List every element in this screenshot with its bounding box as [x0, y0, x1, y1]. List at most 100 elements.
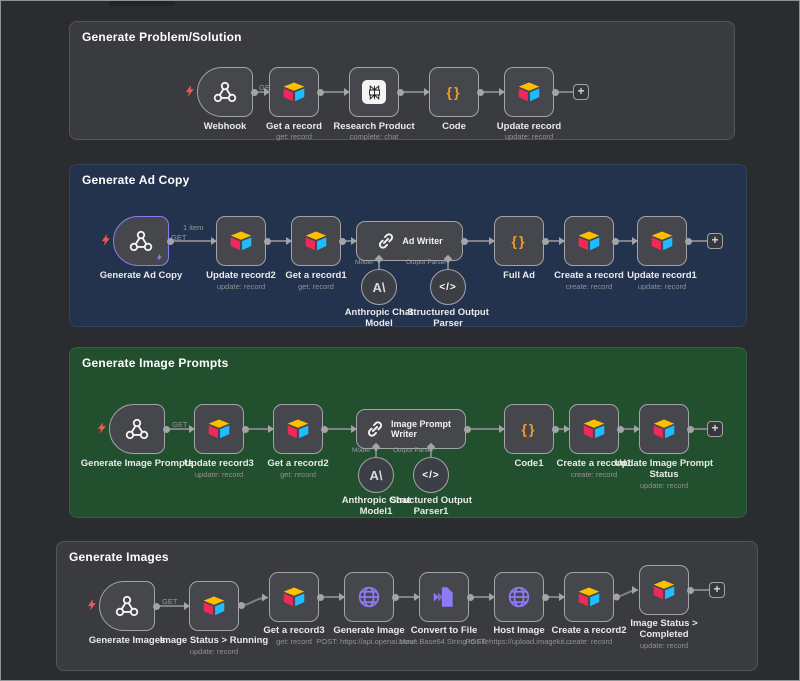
add-node-button[interactable]: +: [709, 582, 725, 598]
node-inline-label: Image Prompt Writer: [391, 419, 452, 439]
connection-stub[interactable]: [687, 586, 709, 594]
node-create-a-record[interactable]: [564, 216, 614, 266]
node-sublabel: get: record: [276, 132, 312, 141]
node-full-ad[interactable]: {}: [494, 216, 544, 266]
node-get-a-record2[interactable]: [273, 404, 323, 454]
connection-curve[interactable]: [613, 582, 639, 601]
node-sublabel: update: record: [637, 282, 687, 291]
sticky-title: Generate Images: [69, 550, 169, 564]
node-code[interactable]: {}: [429, 67, 479, 117]
node-update-record1[interactable]: [637, 216, 687, 266]
connection[interactable]: [251, 88, 270, 96]
node-anthropic-chat-model[interactable]: A\: [361, 269, 397, 305]
node-image-status-completed[interactable]: [639, 565, 689, 615]
connection[interactable]: [339, 237, 357, 245]
node-structured-output-parser[interactable]: </>: [430, 269, 466, 305]
node-label: Generate Images: [88, 635, 166, 646]
connection-label: GET: [171, 233, 187, 242]
node-webhook[interactable]: [197, 67, 253, 117]
node-anthropic-chat-model1[interactable]: A\: [358, 457, 394, 493]
node-host-image[interactable]: [494, 572, 544, 622]
node-label: Get a record1: [285, 270, 347, 281]
airtable-icon: [576, 584, 602, 610]
airtable-icon: [201, 593, 227, 619]
chain-agent-icon: [376, 231, 396, 251]
connection[interactable]: [461, 237, 495, 245]
connection-items-label: 1 item: [183, 223, 204, 232]
node-get-a-record[interactable]: [269, 67, 319, 117]
connection-stub[interactable]: [687, 425, 707, 433]
subnode-connection[interactable]: [447, 261, 449, 269]
node-label: Convert to File: [410, 625, 478, 636]
subnode-connection[interactable]: [430, 449, 432, 457]
webhook-icon: [128, 228, 154, 254]
node-generate-image-prompts[interactable]: [109, 404, 165, 454]
add-node-button[interactable]: +: [707, 421, 723, 437]
connection[interactable]: [264, 237, 292, 245]
node-generate-ad-copy[interactable]: [113, 216, 169, 266]
node-update-record2[interactable]: [216, 216, 266, 266]
node-update-image-prompt-status[interactable]: [639, 404, 689, 454]
parser-icon: </>: [439, 281, 457, 293]
connection[interactable]: [321, 425, 357, 433]
connection[interactable]: [477, 88, 505, 96]
node-sublabel: create: record: [570, 470, 618, 479]
connection[interactable]: [617, 425, 640, 433]
node-image-status-running[interactable]: [189, 581, 239, 631]
node-label: Update record1: [627, 270, 697, 281]
airtable-icon: [516, 79, 542, 105]
connection[interactable]: [542, 237, 565, 245]
connection[interactable]: [467, 593, 495, 601]
connection[interactable]: [163, 425, 195, 433]
node-code1[interactable]: {}: [504, 404, 554, 454]
add-node-button[interactable]: +: [707, 233, 723, 249]
connection[interactable]: [317, 593, 345, 601]
node-label: Get a record: [266, 121, 322, 132]
parser-icon: </>: [422, 469, 440, 481]
node-get-a-record3[interactable]: [269, 572, 319, 622]
subnode-connection[interactable]: [375, 449, 377, 457]
node-get-a-record1[interactable]: [291, 216, 341, 266]
node-label: Research Product: [333, 121, 415, 132]
node-label: Code: [442, 121, 466, 132]
chain-agent-icon: [365, 419, 385, 439]
connection-stub[interactable]: [552, 88, 573, 96]
node-image-prompt-writer[interactable]: Image Prompt Writer: [356, 409, 466, 449]
connection-curve[interactable]: [238, 588, 269, 610]
node-sublabel: get: record: [280, 470, 316, 479]
connection[interactable]: [392, 593, 420, 601]
node-sublabel: create: record: [565, 637, 613, 646]
subnode-connection[interactable]: [378, 261, 380, 269]
connection-stub[interactable]: [685, 237, 707, 245]
node-label: Update Image Prompt Status: [614, 458, 714, 480]
connection[interactable]: [552, 425, 570, 433]
connection[interactable]: [612, 237, 638, 245]
node-label: Create a record2: [551, 625, 627, 636]
connection[interactable]: [153, 602, 190, 610]
node-research-product[interactable]: [349, 67, 399, 117]
connection[interactable]: [167, 237, 217, 245]
connection[interactable]: [464, 425, 505, 433]
globe-http-icon: [506, 584, 532, 610]
node-sublabel: get: record: [298, 282, 334, 291]
airtable-icon: [303, 228, 329, 254]
node-update-record3[interactable]: [194, 404, 244, 454]
node-ad-writer[interactable]: Ad Writer: [356, 221, 463, 261]
connection[interactable]: [542, 593, 565, 601]
node-generate-image[interactable]: [344, 572, 394, 622]
node-label: Host Image: [493, 625, 545, 636]
sticky-note-problem-solution[interactable]: [69, 21, 735, 140]
node-structured-output-parser1[interactable]: </>: [413, 457, 449, 493]
node-generate-images[interactable]: [99, 581, 155, 631]
webhook-icon: [212, 79, 238, 105]
node-convert-to-file[interactable]: [419, 572, 469, 622]
node-sublabel: get: record: [276, 637, 312, 646]
node-create-a-record1[interactable]: [569, 404, 619, 454]
connection[interactable]: [317, 88, 350, 96]
connection[interactable]: [397, 88, 430, 96]
add-node-button[interactable]: +: [573, 84, 589, 100]
connection[interactable]: [242, 425, 274, 433]
node-update-record[interactable]: [504, 67, 554, 117]
node-create-a-record2[interactable]: [564, 572, 614, 622]
